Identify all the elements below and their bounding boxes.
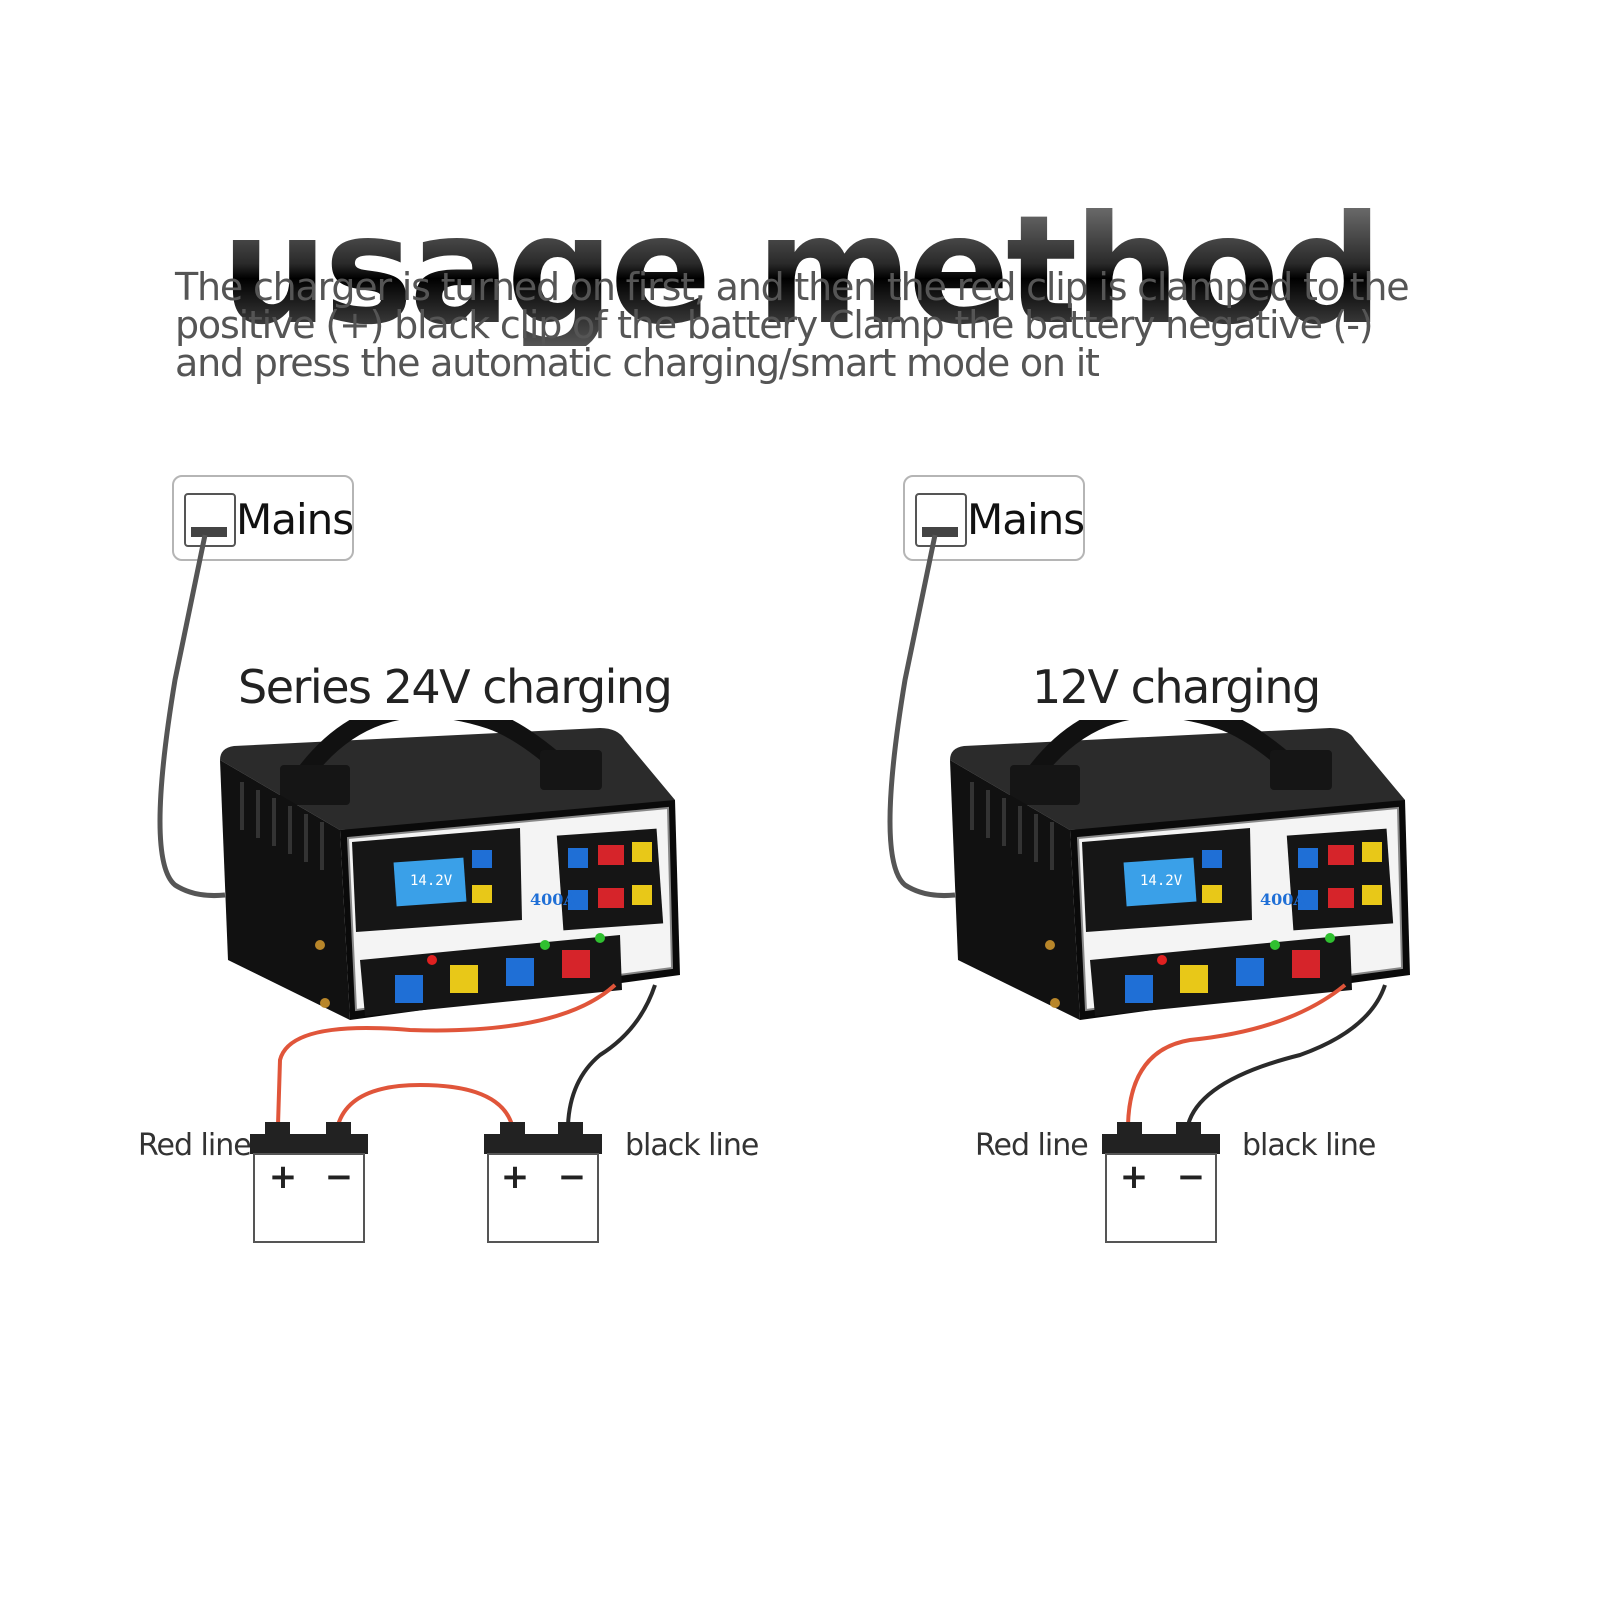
power-socket-icon	[915, 493, 967, 547]
page-title: usage method	[0, 196, 1600, 346]
battery-minus-label: −	[1177, 1157, 1206, 1197]
model-current: 400A	[530, 890, 576, 909]
battery-plus-label: +	[1120, 1157, 1149, 1197]
black-wire	[1186, 984, 1387, 1126]
battery-charger	[220, 709, 680, 1020]
battery-minus-label: −	[325, 1157, 354, 1197]
diagram-caption: 12V charging	[1032, 660, 1321, 714]
mains-cable	[887, 534, 956, 898]
red-line-label: Red line	[138, 1128, 252, 1163]
battery-plus-label: +	[501, 1157, 530, 1197]
battery-charger	[950, 709, 1410, 1020]
battery-plus-label: +	[269, 1157, 298, 1197]
lcd-voltage: 14.2V	[1140, 873, 1183, 889]
battery-link-wire	[336, 1082, 514, 1126]
power-socket-icon	[184, 493, 236, 547]
red-wire	[276, 983, 617, 1126]
battery: + −	[250, 1122, 368, 1243]
lcd-voltage: 14.2V	[410, 873, 453, 889]
red-wire	[1126, 983, 1347, 1126]
mains-label: Mains	[967, 495, 1085, 544]
red-line-label: Red line	[975, 1128, 1089, 1163]
diagram-caption: Series 24V charging	[238, 660, 673, 714]
instruction-text: The charger is turned on first, and then…	[175, 265, 1410, 385]
mains-label: Mains	[236, 495, 354, 544]
battery: + −	[1102, 1122, 1220, 1243]
battery-minus-label: −	[558, 1157, 587, 1197]
black-wire	[566, 984, 657, 1126]
mains-cable	[157, 534, 226, 898]
black-line-label: black line	[625, 1128, 759, 1163]
mains-socket-box: Mains	[903, 475, 1085, 561]
model-current: 400A	[1260, 890, 1306, 909]
black-line-label: black line	[1242, 1128, 1376, 1163]
battery: + −	[484, 1122, 602, 1243]
